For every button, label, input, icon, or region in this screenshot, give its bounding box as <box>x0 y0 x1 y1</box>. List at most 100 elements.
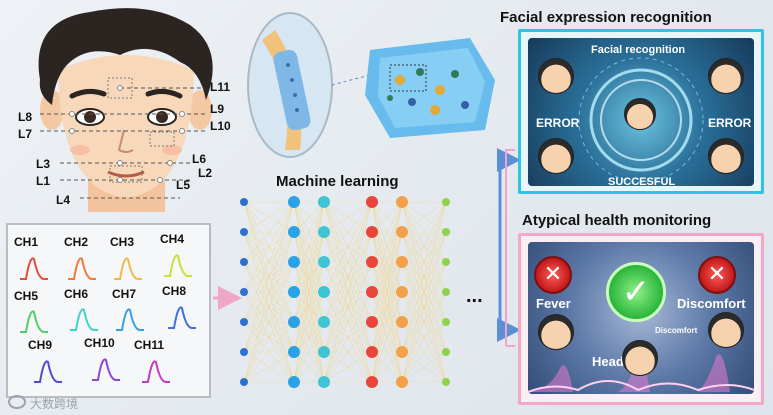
network-node <box>240 318 248 326</box>
network-node <box>396 316 408 328</box>
network-node <box>318 376 330 388</box>
network-edge <box>401 201 447 293</box>
headache-person-icon <box>622 340 658 376</box>
network-edge <box>401 201 447 263</box>
network-node <box>396 256 408 268</box>
network-edge <box>323 351 373 383</box>
network-node <box>288 286 300 298</box>
channel-label-3: CH3 <box>110 235 135 249</box>
network-edge <box>323 291 373 383</box>
emoji-face-icon <box>538 138 574 174</box>
network-edge <box>371 201 403 293</box>
emoji-face-icon <box>538 58 574 94</box>
network-edge <box>293 231 325 383</box>
landmark-l11: L11 <box>210 80 231 94</box>
network-edge <box>323 201 373 263</box>
landmark-l8: L8 <box>18 110 33 124</box>
landmark-l2: L2 <box>198 166 213 180</box>
network-node <box>240 348 248 356</box>
network-edge <box>371 201 403 263</box>
network-node <box>288 256 300 268</box>
network-edge <box>243 351 295 383</box>
network-node <box>442 258 450 266</box>
recognition-rings <box>578 57 704 183</box>
channel-waveform <box>92 358 120 381</box>
discomfort-small-label: Discomfort <box>655 326 698 335</box>
network-edge <box>371 321 403 383</box>
network-node <box>366 286 378 298</box>
network-node <box>366 226 378 238</box>
network-edge <box>243 231 295 383</box>
channel-waveform <box>70 308 98 331</box>
network-node <box>240 258 248 266</box>
emoji-face-icon <box>708 58 744 94</box>
network-node <box>396 376 408 388</box>
network-edge <box>243 321 295 383</box>
network-edge <box>323 201 373 293</box>
network-node <box>318 286 330 298</box>
network-edge <box>243 291 295 383</box>
error-right-label: ERROR <box>708 116 752 130</box>
fever-x-icon: ✕ <box>534 256 572 294</box>
network-edge <box>401 201 447 323</box>
channel-waveform <box>34 360 62 383</box>
network-edge <box>243 261 295 383</box>
channel-label-4: CH4 <box>160 232 185 246</box>
network-edge <box>401 231 447 383</box>
landmark-l1: L1 <box>36 174 51 188</box>
network-edge <box>371 291 403 383</box>
network-edge <box>371 231 403 383</box>
network-edge <box>293 201 325 353</box>
network-node <box>318 346 330 358</box>
channel-waveform <box>114 257 142 280</box>
channel-waveform <box>142 360 170 383</box>
network-node <box>366 196 378 208</box>
network-node <box>442 288 450 296</box>
network-edge <box>323 231 373 383</box>
landmark-l3: L3 <box>36 157 51 171</box>
emoji-face-center-icon <box>624 98 656 130</box>
neural-network <box>240 196 450 388</box>
discomfort-person-icon <box>708 312 744 348</box>
network-edge <box>371 201 403 233</box>
channel-waveform <box>20 310 48 333</box>
network-node <box>396 196 408 208</box>
channel-waveforms <box>20 254 196 383</box>
network-node <box>240 378 248 386</box>
network-edge <box>323 201 373 383</box>
network-node <box>240 288 248 296</box>
network-edge <box>293 201 325 263</box>
fever-person-icon <box>538 314 574 350</box>
network-edge <box>243 201 295 293</box>
network-edge <box>293 201 325 293</box>
channel-waveform <box>20 257 48 280</box>
network-node <box>318 196 330 208</box>
error-left-label: ERROR <box>536 116 580 130</box>
network-node <box>366 316 378 328</box>
landmark-l5: L5 <box>176 178 191 192</box>
network-edge <box>401 351 447 383</box>
network-node <box>396 346 408 358</box>
network-edge <box>243 201 295 353</box>
network-node <box>442 228 450 236</box>
network-edge <box>293 291 325 383</box>
network-edge <box>323 201 373 233</box>
watermark-logo-icon <box>8 395 26 409</box>
check-icon: ✓ <box>606 262 666 322</box>
network-edge <box>243 201 295 263</box>
network-edge <box>401 201 447 353</box>
network-edge <box>293 261 325 383</box>
network-node <box>288 226 300 238</box>
emoji-face-icon <box>708 138 744 174</box>
continuation-ellipsis: ... <box>466 285 483 307</box>
channel-label-8: CH8 <box>162 284 187 298</box>
network-edge <box>293 201 325 233</box>
network-edge <box>371 351 403 383</box>
machine-learning-title: Machine learning <box>276 173 399 190</box>
network-edge <box>323 201 373 323</box>
channel-label-6: CH6 <box>64 287 89 301</box>
network-edge <box>243 201 295 323</box>
network-edge <box>323 261 373 383</box>
landmark-l6: L6 <box>192 152 207 166</box>
